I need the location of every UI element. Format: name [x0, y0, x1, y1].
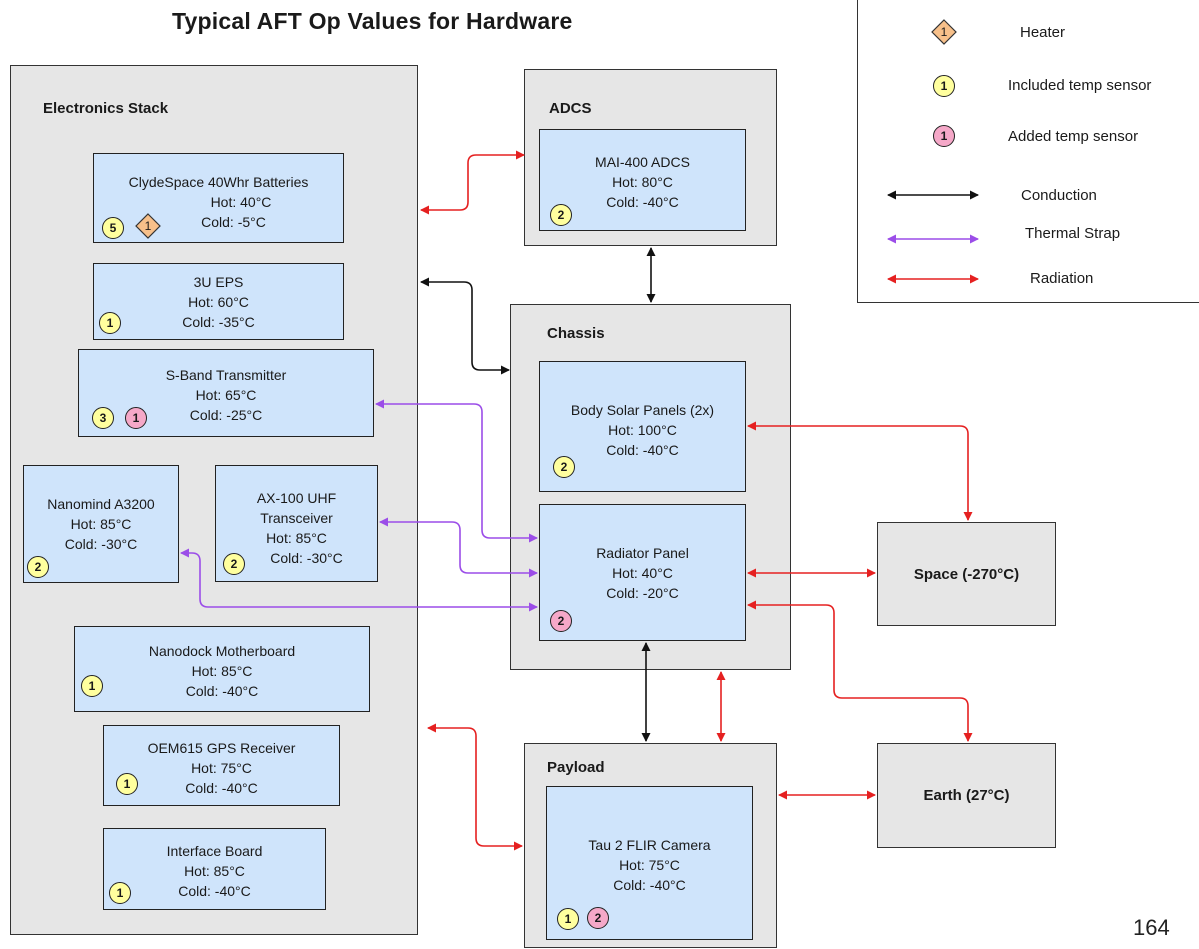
legend: 1 Heater 1 Included temp sensor 1 Added …: [857, 0, 1199, 303]
ax100-hot: Hot: 85°C: [266, 530, 327, 546]
included-sensor-badge: 2: [553, 456, 575, 478]
nanodock-box: Nanodock Motherboard Hot: 85°C Cold: -40…: [74, 626, 370, 712]
flir-name: Tau 2 FLIR Camera: [588, 837, 711, 853]
ax100-name-line1: AX-100 UHF: [256, 490, 337, 506]
heater-badge: 1: [135, 213, 161, 239]
heater-badge-number: 1: [144, 219, 152, 233]
heater-diamond-icon: [135, 213, 161, 239]
legend-heater-badge: 1: [931, 19, 957, 45]
mai400-box: MAI-400 ADCS Hot: 80°C Cold: -40°C 2: [539, 129, 746, 231]
legend-included-sensor-badge: 1: [933, 75, 955, 97]
interface-cold: Cold: -40°C: [178, 883, 251, 899]
mai400-hot: Hot: 80°C: [612, 174, 673, 190]
flir-camera-box: Tau 2 FLIR Camera Hot: 75°C Cold: -40°C …: [546, 786, 753, 940]
sband-box: S-Band Transmitter Hot: 65°C Cold: -25°C…: [78, 349, 374, 437]
radiator-hot: Hot: 40°C: [612, 565, 673, 581]
sband-name: S-Band Transmitter: [165, 367, 287, 383]
gps-cold: Cold: -40°C: [185, 780, 258, 796]
radiation-arrow-electronics-payload: [427, 723, 523, 851]
gps-box: OEM615 GPS Receiver Hot: 75°C Cold: -40°…: [103, 725, 340, 806]
included-sensor-badge: 1: [109, 882, 131, 904]
legend-radiation-label: Radiation: [1030, 270, 1094, 287]
included-sensor-badge: 2: [550, 204, 572, 226]
legend-arrow-icons: [887, 190, 979, 284]
included-sensor-badge: 5: [102, 217, 124, 239]
chassis-label: Chassis: [547, 325, 605, 342]
radiator-name: Radiator Panel: [596, 545, 689, 561]
mai400-cold: Cold: -40°C: [606, 194, 679, 210]
included-sensor-badge: 1: [99, 312, 121, 334]
included-sensor-badge: 1: [116, 773, 138, 795]
nanodock-hot: Hot: 85°C: [191, 663, 253, 679]
page-title: Typical AFT Op Values for Hardware: [172, 8, 573, 34]
batteries-box: ClydeSpace 40Whr Batteries Hot: 40°C Col…: [93, 153, 344, 243]
eps-hot: Hot: 60°C: [188, 294, 249, 310]
added-sensor-badge: 2: [550, 610, 572, 632]
solar-hot: Hot: 100°C: [608, 422, 677, 438]
adcs-label: ADCS: [549, 100, 592, 117]
flir-hot: Hot: 75°C: [619, 857, 680, 873]
batteries-name: ClydeSpace 40Whr Batteries: [128, 174, 309, 190]
radiator-cold: Cold: -20°C: [606, 585, 679, 601]
nanomind-cold: Cold: -30°C: [64, 536, 138, 552]
page-number: 164: [1133, 915, 1170, 940]
earth-box: Earth (27°C): [877, 743, 1056, 848]
heater-diamond-icon: [931, 19, 957, 45]
eps-name: 3U EPS: [193, 274, 244, 290]
nanodock-cold: Cold: -40°C: [185, 683, 259, 699]
nanomind-name: Nanomind A3200: [47, 496, 155, 512]
solar-name: Body Solar Panels (2x): [570, 402, 715, 418]
included-sensor-badge: 2: [27, 556, 49, 578]
included-sensor-badge: 1: [557, 908, 579, 930]
legend-added-sensor-badge: 1: [933, 125, 955, 147]
interface-name: Interface Board: [166, 843, 263, 859]
payload-label: Payload: [547, 759, 605, 776]
solar-cold: Cold: -40°C: [606, 442, 679, 458]
legend-conduction-label: Conduction: [1021, 187, 1097, 204]
ax100-box: AX-100 UHF Transceiver Hot: 85°C Cold: -…: [215, 465, 378, 582]
gps-hot: Hot: 75°C: [191, 760, 252, 776]
included-sensor-badge: 3: [92, 407, 114, 429]
included-sensor-badge: 1: [81, 675, 103, 697]
sband-cold: Cold: -25°C: [189, 407, 263, 423]
conduction-arrow-electronics-chassis: [420, 277, 510, 375]
solar-panels-box: Body Solar Panels (2x) Hot: 100°C Cold: …: [539, 361, 746, 492]
legend-heater-number: 1: [940, 25, 948, 39]
batteries-cold: Cold: -5°C: [201, 214, 266, 230]
legend-included-sensor-label: Included temp sensor: [1008, 77, 1152, 94]
batteries-hot: Hot: 40°C: [210, 194, 272, 210]
electronics-stack-label: Electronics Stack: [43, 100, 169, 117]
sband-hot: Hot: 65°C: [195, 387, 257, 403]
interface-hot: Hot: 85°C: [184, 863, 245, 879]
ax100-name-line2: Transceiver: [260, 510, 333, 526]
gps-name: OEM615 GPS Receiver: [147, 740, 296, 756]
interface-box: Interface Board Hot: 85°C Cold: -40°C 1: [103, 828, 326, 910]
eps-box: 3U EPS Hot: 60°C Cold: -35°C 1: [93, 263, 344, 340]
nanomind-box: Nanomind A3200 Hot: 85°C Cold: -30°C 2: [23, 465, 179, 583]
mai400-name: MAI-400 ADCS: [595, 154, 690, 170]
added-sensor-badge: 1: [125, 407, 147, 429]
legend-heater-label: Heater: [1020, 24, 1066, 41]
legend-added-sensor-label: Added temp sensor: [1008, 128, 1139, 145]
nanodock-name: Nanodock Motherboard: [148, 643, 296, 659]
flir-cold: Cold: -40°C: [613, 877, 686, 893]
radiation-arrow-electronics-adcs: [420, 150, 525, 215]
included-sensor-badge: 2: [223, 553, 245, 575]
legend-thermal-strap-label: Thermal Strap: [1025, 225, 1121, 242]
nanomind-hot: Hot: 85°C: [70, 516, 132, 532]
eps-cold: Cold: -35°C: [182, 314, 255, 330]
space-box: Space (-270°C): [877, 522, 1056, 626]
radiator-panel-box: Radiator Panel Hot: 40°C Cold: -20°C 2: [539, 504, 746, 641]
added-sensor-badge: 2: [587, 907, 609, 929]
